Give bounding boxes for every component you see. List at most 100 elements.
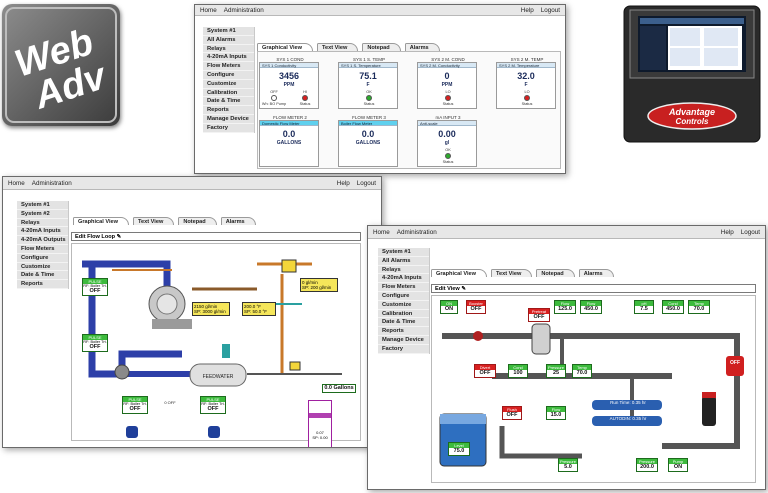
pulse-box[interactable]: PULSE RF: Boiler Trt. OFF <box>82 334 108 352</box>
sidebar-item-factory[interactable]: Factory <box>378 345 429 354</box>
sidebar-item-all-alarms[interactable]: All Alarms <box>203 36 254 45</box>
flow-box[interactable]: Flow 125.0 <box>554 300 576 314</box>
sidebar-item-customize[interactable]: Customize <box>203 80 254 89</box>
sidebar-item-customize[interactable]: Customize <box>17 263 68 272</box>
ph-box[interactable]: pH 7.5 <box>634 300 654 314</box>
sidebar-item-ma-inputs[interactable]: 4-20mA Inputs <box>378 274 429 284</box>
tab-alarms[interactable]: Alarms <box>404 43 440 51</box>
flow-readout[interactable]: 0 gl/min SP: 200 gl/min <box>300 278 338 292</box>
sidebar-item-all-alarms[interactable]: All Alarms <box>378 257 429 266</box>
gauge-flow-meter-3[interactable]: FLOW METER 3 Boiler Flow Meter 0.0 GALLO… <box>338 115 398 167</box>
nav-home[interactable]: Home <box>373 228 390 236</box>
nav-help[interactable]: Help <box>336 179 350 187</box>
sidebar-item-relays[interactable]: Relays <box>203 45 254 54</box>
pressure-box[interactable]: Pressure 25 <box>546 364 566 378</box>
sidebar-item-configure[interactable]: Configure <box>378 292 429 301</box>
nav-help[interactable]: Help <box>520 6 534 14</box>
temp-readout[interactable]: 200.0 °F SP: 50.0 °F <box>242 302 276 316</box>
status-indicator <box>524 95 530 101</box>
sidebar: System #1 System #2 Relays 4-20mA Inputs… <box>17 201 69 289</box>
sidebar-item-date-time[interactable]: Date & Time <box>203 97 254 107</box>
divert-box[interactable]: Divert OFF <box>474 364 496 378</box>
sidebar-item-manage-device[interactable]: Manage Device <box>378 336 429 345</box>
flush-box[interactable]: Flush OFF <box>502 406 522 420</box>
booster-box[interactable]: Booster OFF <box>466 300 486 314</box>
sidebar-item-system2[interactable]: System #2 <box>17 210 68 219</box>
sidebar-item-flow-meters[interactable]: Flow Meters <box>378 283 429 292</box>
tab-graphical-view[interactable]: Graphical View <box>73 217 130 225</box>
gauge-ma-input-3[interactable]: mA INPUT 3 Anti-scale 0.00 gl OK Status <box>417 115 477 167</box>
nav-home[interactable]: Home <box>200 6 217 14</box>
pressure-box[interactable]: Pressure 5.0 <box>558 458 578 472</box>
gauge-sys2-temp[interactable]: SYS 2 M. TEMP SYS 2 M. Temperature 32.0 … <box>496 57 556 109</box>
status-box[interactable]: ON ON <box>440 300 458 314</box>
sidebar-item-configure[interactable]: Configure <box>17 254 68 263</box>
sidebar-item-system1[interactable]: System #1 <box>378 248 429 257</box>
sidebar-item-ma-outputs[interactable]: 4-20mA Outputs <box>17 236 68 245</box>
edit-view-bar[interactable]: Edit View ✎ <box>431 284 756 293</box>
gauge-header: SYS 1 S. Temperature <box>339 63 397 68</box>
pressure-box[interactable]: Pressure 200.0 <box>636 458 658 472</box>
sidebar-item-manage-device[interactable]: Manage Device <box>203 115 254 124</box>
tab-text-view[interactable]: Text View <box>317 43 359 51</box>
nav-help[interactable]: Help <box>720 228 734 236</box>
nav-logout[interactable]: Logout <box>740 228 760 236</box>
temp-box[interactable]: Temp 70.0 <box>572 364 592 378</box>
nav-home[interactable]: Home <box>8 179 25 187</box>
tab-notepad[interactable]: Notepad <box>178 217 217 225</box>
gauge-sys1-temp[interactable]: SYS 1 S. TEMP SYS 1 S. Temperature 75.1 … <box>338 57 398 109</box>
sidebar-item-date-time[interactable]: Date & Time <box>378 318 429 328</box>
tab-text-view[interactable]: Text View <box>133 217 175 225</box>
pulse-box[interactable]: PULSE RF: Boiler Trt. OFF <box>122 396 148 414</box>
temp-box[interactable]: Temp 70.0 <box>688 300 710 314</box>
nav-administration[interactable]: Administration <box>396 228 437 236</box>
pulse-box[interactable]: PULSE RF: Boiler Trt. OFF <box>82 278 108 296</box>
flow-readout[interactable]: 2150 gl/min SP: 3000 gl/min <box>192 302 230 316</box>
tab-notepad[interactable]: Notepad <box>536 269 575 277</box>
pretreat-box[interactable]: Pretreat OFF <box>528 308 550 322</box>
sidebar-item-relays[interactable]: Relays <box>378 266 429 275</box>
tab-alarms[interactable]: Alarms <box>578 269 614 277</box>
gallons-box[interactable]: 0.0 Gallons <box>322 384 356 393</box>
tab-graphical-view[interactable]: Graphical View <box>257 43 314 51</box>
nav-logout[interactable]: Logout <box>540 6 560 14</box>
nav-administration[interactable]: Administration <box>31 179 72 187</box>
tab-graphical-view[interactable]: Graphical View <box>431 269 488 277</box>
gauge-sys1-cond[interactable]: SYS 1 COND SYS 1 Conductivity 3456 PPM O… <box>259 57 319 109</box>
sidebar-item-flow-meters[interactable]: Flow Meters <box>203 62 254 71</box>
flow-box[interactable]: Flow 450.0 <box>580 300 602 314</box>
dot-caption: Status <box>442 160 454 164</box>
sidebar-item-calibration[interactable]: Calibration <box>378 310 429 319</box>
sidebar-item-flow-meters[interactable]: Flow Meters <box>17 245 68 254</box>
cond-box[interactable]: Cond 100 <box>508 364 528 378</box>
sidebar-item-system1[interactable]: System #1 <box>17 201 68 210</box>
gauge-title: mA INPUT 3 <box>435 115 461 120</box>
pump-box[interactable]: Pump ON <box>668 458 688 472</box>
setpoint-box[interactable]: 0.07 SP: 0.00 <box>308 400 332 447</box>
sidebar-item-system1[interactable]: System #1 <box>203 27 254 36</box>
sidebar-item-relays[interactable]: Relays <box>17 219 68 228</box>
cond-box[interactable]: Cond 450.0 <box>662 300 684 314</box>
sidebar-item-ma-inputs[interactable]: 4-20mA Inputs <box>203 53 254 63</box>
sidebar-item-reports[interactable]: Reports <box>203 106 254 115</box>
sidebar-item-calibration[interactable]: Calibration <box>203 89 254 98</box>
sidebar-item-ma-inputs[interactable]: 4-20mA Inputs <box>17 227 68 237</box>
edit-flow-loop-bar[interactable]: Edit Flow Loop ✎ <box>71 232 361 241</box>
nav-logout[interactable]: Logout <box>356 179 376 187</box>
nav-administration[interactable]: Administration <box>223 6 264 14</box>
sidebar-item-reports[interactable]: Reports <box>378 327 429 336</box>
tab-alarms[interactable]: Alarms <box>220 217 256 225</box>
sidebar-item-factory[interactable]: Factory <box>203 124 254 133</box>
sidebar-item-configure[interactable]: Configure <box>203 71 254 80</box>
gauge-sys2-cond[interactable]: SYS 2 M. COND SYS 2 M. Conductivity 0 PP… <box>417 57 477 109</box>
tab-text-view[interactable]: Text View <box>491 269 533 277</box>
gauge-flow-meter-2[interactable]: FLOW METER 2 Domestic Flow Meter 0.0 GAL… <box>259 115 319 167</box>
sidebar-item-reports[interactable]: Reports <box>17 280 68 289</box>
box-value: 450.0 <box>666 306 680 312</box>
pulse-box[interactable]: PULSE RF: Boiler Trt. OFF <box>200 396 226 414</box>
tank-level-box[interactable]: Level 75.0 <box>448 442 470 456</box>
sidebar-item-customize[interactable]: Customize <box>378 301 429 310</box>
sidebar-item-date-time[interactable]: Date & Time <box>17 271 68 281</box>
tab-notepad[interactable]: Notepad <box>362 43 401 51</box>
flow-box[interactable]: Flow 15.0 <box>546 406 566 420</box>
